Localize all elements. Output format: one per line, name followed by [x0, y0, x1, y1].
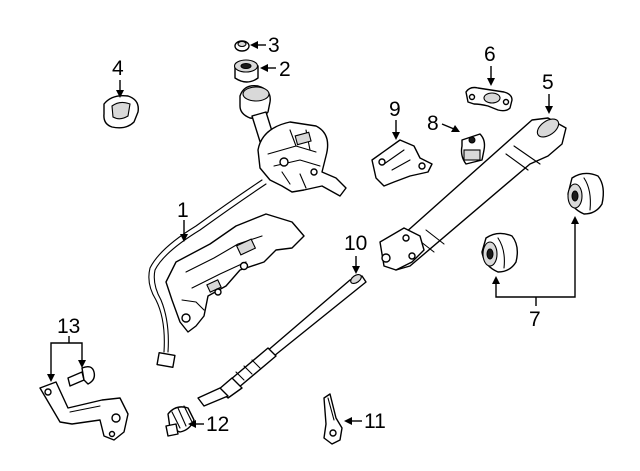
part-2-bushing — [233, 59, 259, 83]
leader-1 — [180, 220, 188, 242]
callout-11: 11 — [364, 410, 386, 433]
part-12-spring — [165, 405, 195, 437]
part-13-bracket — [39, 381, 129, 441]
part-3-cap — [234, 40, 250, 52]
part-11-lever — [323, 393, 343, 445]
part-5-column-tube — [379, 117, 567, 271]
callout-5: 5 — [542, 71, 554, 94]
leader-9 — [392, 120, 400, 140]
leader-11 — [344, 417, 362, 425]
leader-13 — [47, 336, 86, 382]
callout-9: 9 — [389, 98, 401, 121]
part-4-cover — [103, 94, 139, 129]
callout-6: 6 — [484, 43, 496, 66]
part-7-bushing-b — [481, 232, 519, 273]
callout-4: 4 — [112, 57, 124, 80]
part-column-housing — [239, 85, 347, 197]
callout-7: 7 — [529, 308, 541, 331]
leader-6 — [487, 66, 495, 86]
leader-7 — [492, 216, 579, 306]
leader-12 — [188, 420, 204, 428]
callout-10: 10 — [344, 232, 367, 255]
leader-5 — [545, 94, 553, 114]
leader-2 — [260, 64, 276, 72]
part-13-bolt — [67, 365, 96, 387]
leader-4 — [116, 80, 124, 98]
leader-10 — [352, 256, 360, 274]
callout-8: 8 — [427, 112, 439, 135]
part-8-sensor — [460, 133, 486, 165]
callout-2: 2 — [279, 58, 291, 81]
part-7-bushing-a — [567, 172, 605, 215]
callout-12: 12 — [206, 413, 229, 436]
leader-8 — [441, 123, 460, 132]
part-6-clamp — [465, 86, 513, 112]
part-10-shaft — [197, 273, 367, 407]
part-9-switch-bracket — [371, 139, 433, 187]
callout-1: 1 — [177, 199, 189, 222]
part-1-bracket — [148, 179, 305, 368]
callout-13: 13 — [57, 315, 80, 338]
callout-3: 3 — [268, 34, 280, 57]
leader-3 — [250, 41, 266, 49]
